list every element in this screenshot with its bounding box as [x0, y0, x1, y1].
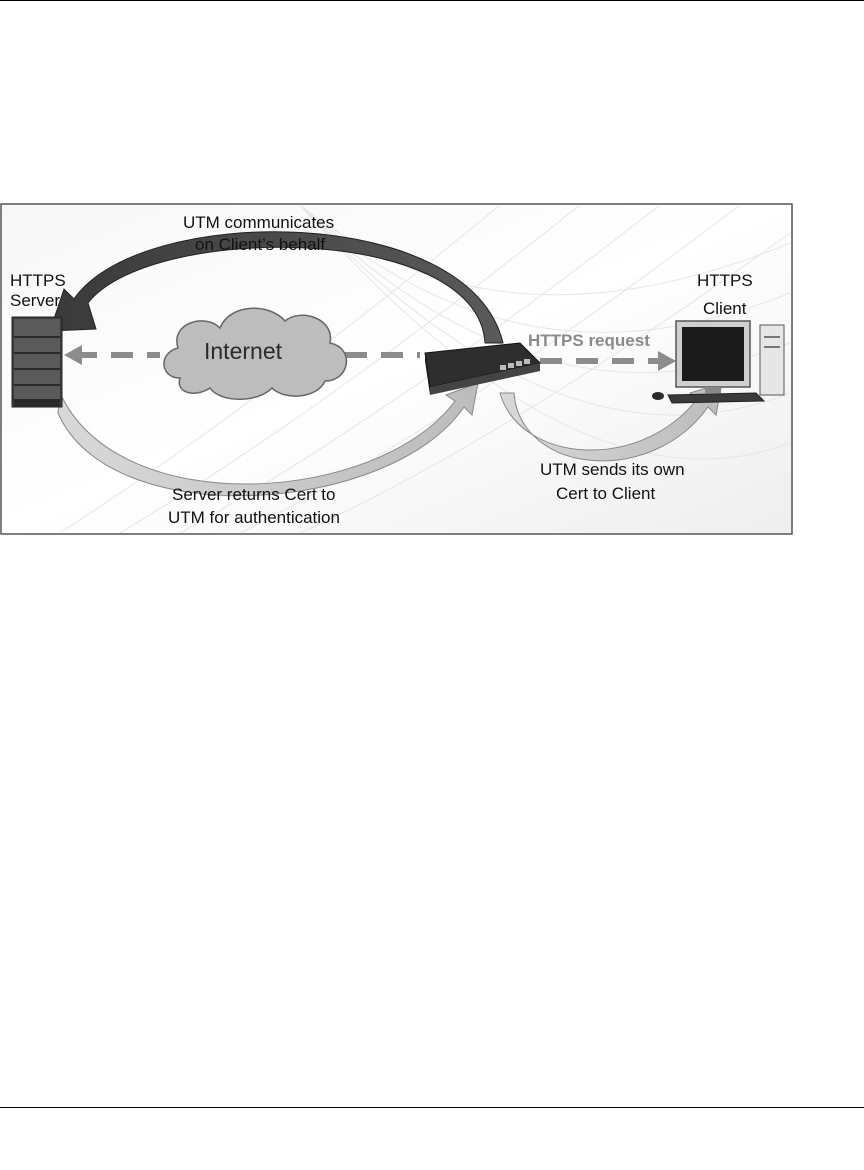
footer-rule	[0, 1107, 864, 1108]
bottom-right-caption-line2: Cert to Client	[556, 484, 655, 503]
server-label-line2: Server	[10, 291, 60, 310]
bottom-left-caption-line1: Server returns Cert to	[172, 485, 335, 504]
bottom-right-caption-line1: UTM sends its own	[540, 460, 685, 479]
client-label-line1: HTTPS	[697, 271, 753, 290]
top-caption-line1: UTM communicates	[183, 213, 334, 232]
internet-label: Internet	[204, 338, 283, 364]
top-caption-line2: on Client’s behalf	[195, 235, 325, 254]
client-label-line2: Client	[703, 299, 747, 318]
bottom-left-caption-line2: UTM for authentication	[168, 508, 340, 527]
server-icon	[12, 317, 62, 407]
diagram-canvas: HTTPS Server HTTPS Client Internet UTM c…	[0, 203, 793, 535]
server-label-line1: HTTPS	[10, 271, 66, 290]
https-inspection-diagram: HTTPS Server HTTPS Client Internet UTM c…	[0, 203, 793, 535]
https-request-label: HTTPS request	[528, 331, 650, 350]
header-rule	[0, 0, 864, 1]
